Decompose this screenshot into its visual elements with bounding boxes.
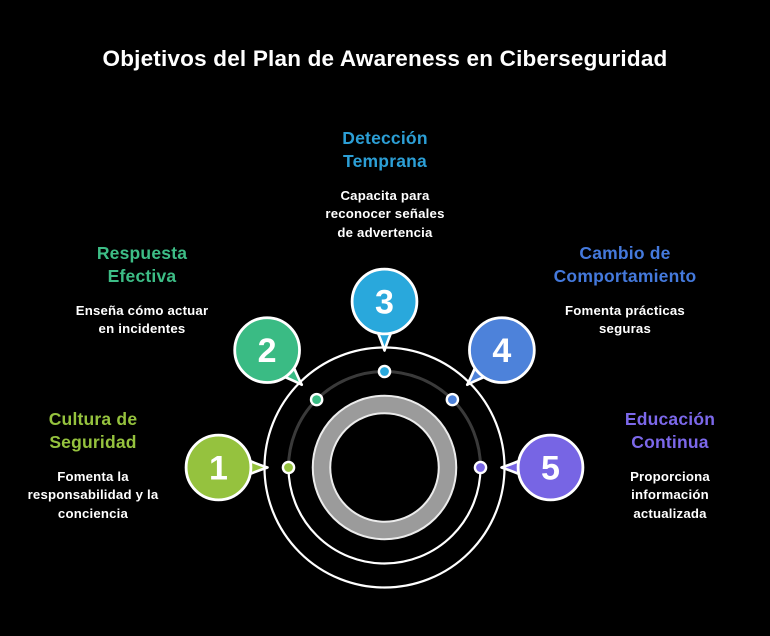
step-dot-5 — [473, 460, 488, 475]
objective-desc-2: Enseña cómo actuar en incidentes — [75, 303, 209, 337]
step-dot-1 — [281, 460, 296, 475]
step-bubble-3 — [350, 267, 419, 336]
objective-desc-3: Capacita para reconocer señales de adver… — [325, 188, 445, 240]
gray-ring — [313, 396, 456, 539]
objective-item-4: Cambio de Comportamiento Fomenta práctic… — [510, 242, 740, 339]
step-dot-4 — [445, 392, 460, 407]
objective-desc-4: Fomenta prácticas seguras — [565, 303, 685, 337]
objective-item-2: Respuesta Efectiva Enseña cómo actuar en… — [42, 242, 242, 339]
objective-label-2: Respuesta Efectiva — [96, 243, 188, 286]
step-bubble-2 — [233, 316, 301, 384]
step-number-3: 3 — [375, 284, 394, 322]
step-number-4: 4 — [492, 332, 511, 370]
step-number-2: 2 — [258, 332, 277, 370]
step-number-1: 1 — [209, 450, 228, 488]
objective-desc-1: Fomenta la responsabilidad y la concienc… — [27, 469, 159, 521]
page-title: Objetivos del Plan de Awareness en Ciber… — [102, 46, 668, 71]
objective-label-5: Educación Continua — [624, 409, 716, 452]
objective-label-3: Detección Temprana — [342, 128, 428, 171]
step-bubble-4 — [468, 316, 536, 384]
step-dot-2 — [309, 392, 324, 407]
objective-desc-5: Proporciona información actualizada — [630, 469, 710, 521]
step-dot-3 — [377, 364, 392, 379]
step-bubble-1 — [184, 433, 253, 502]
objective-item-3: Detección Temprana Capacita para reconoc… — [280, 127, 490, 242]
step-number-5: 5 — [541, 450, 560, 488]
objective-item-1: Cultura de Seguridad Fomenta la responsa… — [3, 408, 183, 523]
objective-item-5: Educación Continua Proporciona informaci… — [580, 408, 760, 523]
objective-label-1: Cultura de Seguridad — [48, 409, 138, 452]
objective-label-4: Cambio de Comportamiento — [553, 243, 697, 286]
step-bubble-5 — [516, 433, 585, 502]
